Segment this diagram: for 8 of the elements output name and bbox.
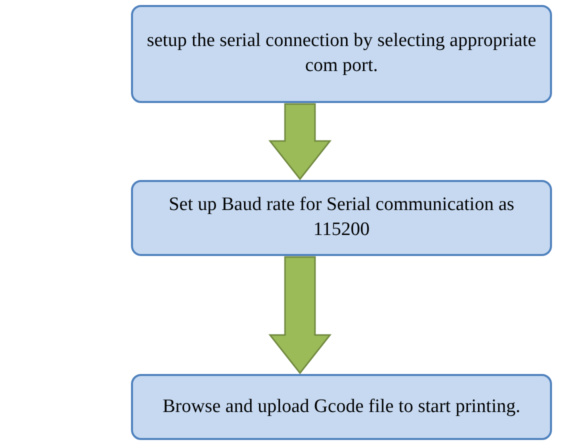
step-text: Browse and upload Gcode file to start printing. [162,394,520,419]
block-arrow [268,256,332,374]
block-arrow [268,103,332,180]
process-box [131,374,552,440]
process-box [131,5,552,103]
process-box [131,180,552,256]
step-text: Set up Baud rate for Serial communication as 115200 [168,193,516,242]
step-text: setup the serial connection by selecting appropriate com port. [146,29,538,78]
